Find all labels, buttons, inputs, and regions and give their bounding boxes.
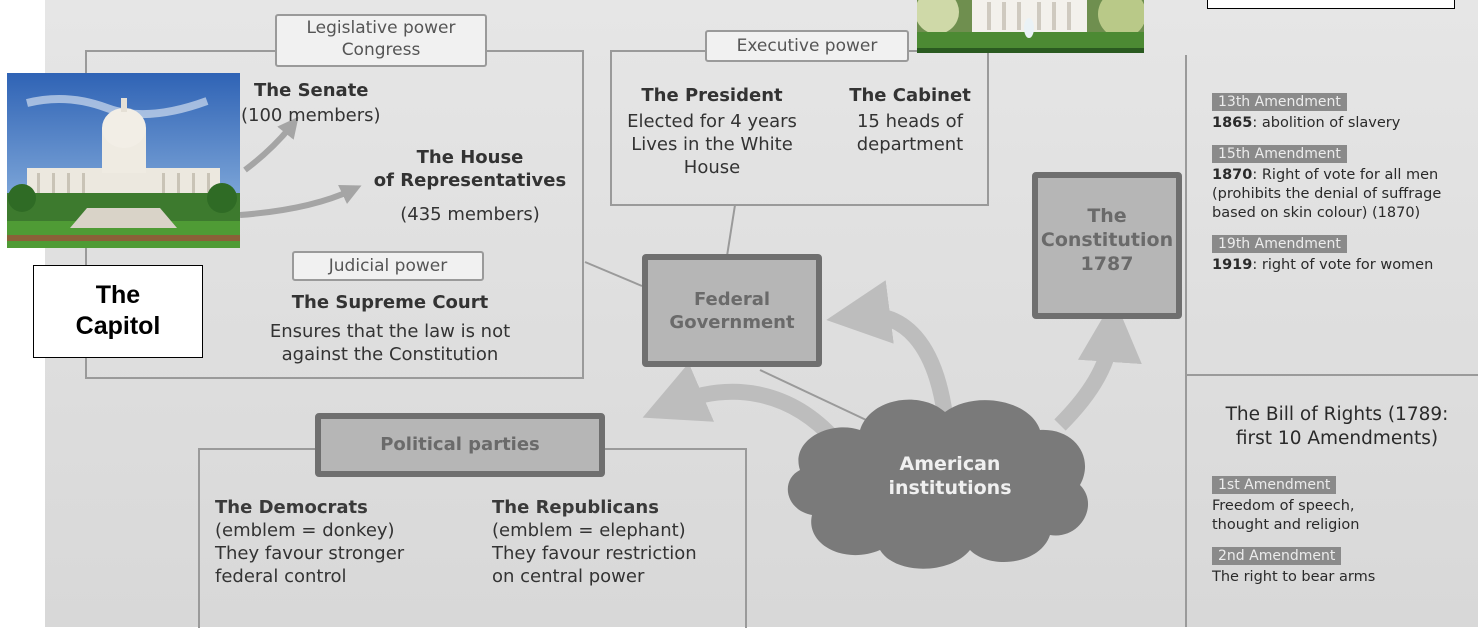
- bill-of-rights-title: The Bill of Rights (1789: first 10 Amend…: [1225, 404, 1449, 449]
- connector-exec-federal: [726, 204, 736, 257]
- arrow-to-constitution: [1054, 298, 1142, 431]
- arrow-to-federal: [826, 280, 953, 417]
- amendment-1: 1st Amendment Freedom of speech, thought…: [1212, 476, 1360, 533]
- white-house-caption-box: [1207, 0, 1455, 9]
- democrats-block: The Democrats (emblem = donkey) They fav…: [215, 497, 405, 587]
- executive-tag: Executive power: [705, 30, 909, 62]
- arrow-to-house: [239, 184, 362, 218]
- legislative-tag: Legislative power Congress: [275, 14, 487, 67]
- amendment-2: 2nd Amendment The right to bear arms: [1212, 547, 1376, 585]
- arrow-to-parties: [642, 362, 841, 446]
- american-institutions-label: American institutions: [888, 453, 1012, 499]
- connector-judicial-federal: [584, 261, 643, 287]
- amendment-13: 13th Amendment 1865: abolition of slaver…: [1212, 93, 1401, 131]
- cabinet-title: The Cabinet: [849, 85, 971, 106]
- capitol-photo: [7, 73, 240, 248]
- bill-amendments: 1st Amendment Freedom of speech, thought…: [1212, 474, 1472, 587]
- republicans-block: The Republicans (emblem = elephant) They…: [492, 497, 697, 587]
- amendment-15: 15th Amendment 1870: Right of vote for a…: [1212, 145, 1442, 221]
- constitution-box: The Constitution 1787: [1032, 172, 1182, 319]
- amendments-panel: 13th Amendment 1865: abolition of slaver…: [1212, 91, 1478, 275]
- supreme-court-desc: Ensures that the law is not against the …: [269, 321, 511, 365]
- american-institutions-cloud: [787, 399, 1089, 569]
- president-title: The President: [641, 85, 783, 106]
- senate-title: The Senate: [254, 80, 369, 101]
- judicial-tag: Judicial power: [292, 251, 484, 281]
- house-title: The House of Representatives: [373, 147, 567, 191]
- amendment-19: 19th Amendment 1919: right of vote for w…: [1212, 235, 1434, 273]
- senate-desc: (100 members): [241, 105, 381, 126]
- white-house-photo: [917, 0, 1144, 53]
- capitol-caption: The Capitol: [33, 265, 203, 358]
- federal-government-box: Federal Government: [642, 254, 822, 367]
- house-desc: (435 members): [400, 204, 540, 225]
- political-parties-tag: Political parties: [315, 413, 605, 477]
- cabinet-desc: 15 heads of department: [856, 111, 964, 155]
- president-desc: Elected for 4 years Lives in the White H…: [627, 111, 797, 178]
- arrow-to-senate: [243, 116, 299, 173]
- supreme-court-title: The Supreme Court: [291, 292, 489, 313]
